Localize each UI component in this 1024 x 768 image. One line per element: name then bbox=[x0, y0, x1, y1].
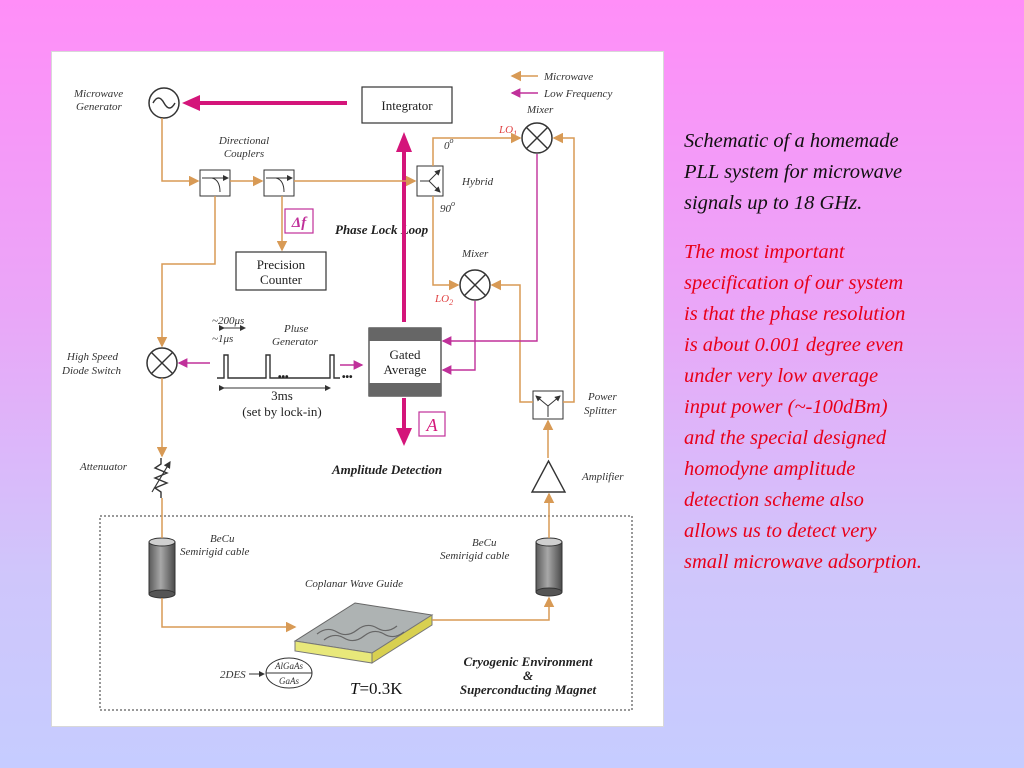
pulse-generator-label: Pluse bbox=[283, 323, 309, 335]
gated-average-label-2: Average bbox=[383, 362, 426, 377]
directional-couplers-label: Directional bbox=[218, 135, 269, 147]
pulse-train-icon bbox=[217, 354, 340, 379]
cryogenic-region bbox=[99, 515, 633, 711]
caption-2-line: input power (~-100dBm) bbox=[684, 396, 888, 418]
gated-average-box bbox=[368, 327, 442, 397]
caption-2-line: The most important bbox=[684, 241, 845, 263]
a-box bbox=[418, 411, 446, 437]
legend: Microwave Low Frequency bbox=[510, 70, 612, 100]
period-note-label: (set by lock-in) bbox=[242, 404, 321, 419]
power-splitter-label-2: Splitter bbox=[584, 405, 617, 417]
caption-2-line: is about 0.001 degree even bbox=[684, 334, 904, 356]
delta-f-label: Δf bbox=[291, 215, 308, 231]
amplifier-icon bbox=[530, 459, 567, 493]
caption-2-line: is that the phase resolution bbox=[684, 303, 906, 325]
microwave-generator-icon bbox=[148, 87, 180, 119]
feedback-arrow-head bbox=[182, 95, 200, 111]
integrator-label: Integrator bbox=[381, 98, 433, 113]
precision-counter-label-2: Counter bbox=[260, 272, 303, 287]
lo1-label: LO1 bbox=[498, 124, 517, 138]
phase-0-label: 0o bbox=[444, 136, 454, 152]
caption-2-line: specification of our system bbox=[684, 272, 904, 294]
mixer-1-label: Mixer bbox=[526, 104, 554, 116]
directional-couplers-label-2: Couplers bbox=[224, 148, 264, 160]
heterostructure-icon bbox=[265, 657, 313, 689]
coplanar-wave-guide-icon bbox=[293, 602, 434, 664]
hybrid-label: Hybrid bbox=[461, 176, 494, 188]
diode-switch-icon bbox=[146, 347, 178, 379]
precision-counter-label: Precision bbox=[257, 257, 306, 272]
directional-coupler-1-icon bbox=[199, 169, 231, 197]
caption-1-line: PLL system for microwave bbox=[684, 161, 903, 183]
pulse-1-label: ~1μs bbox=[212, 333, 233, 345]
becu-left-label-2: Semirigid cable bbox=[180, 546, 249, 558]
lo2-label: LO2 bbox=[434, 293, 453, 307]
caption-paragraph-2: The most important specification of our … bbox=[684, 237, 1004, 578]
coplanar-wave-guide-label: Coplanar Wave Guide bbox=[305, 578, 403, 590]
becu-left-label: BeCu bbox=[210, 533, 235, 545]
power-splitter-icon bbox=[532, 390, 564, 420]
becu-right-label: BeCu bbox=[472, 537, 497, 549]
cryogenic-label-2: & bbox=[523, 668, 533, 683]
caption-2-line: homodyne amplitude bbox=[684, 458, 856, 480]
caption-1-line: signals up to 18 GHz. bbox=[684, 192, 863, 214]
phase-90-label: 90o bbox=[440, 199, 455, 215]
legend-microwave-label: Microwave bbox=[543, 71, 593, 83]
legend-low-frequency-label: Low Frequency bbox=[543, 88, 612, 100]
algaas-label: AlGaAs bbox=[274, 661, 303, 671]
phase-lock-loop-label: Phase Lock Loop bbox=[335, 222, 429, 237]
cryogenic-label-3: Superconducting Magnet bbox=[460, 682, 597, 697]
cable-left-icon bbox=[148, 537, 176, 599]
attenuator-icon bbox=[153, 458, 169, 498]
pulse-200-label: ~200μs bbox=[212, 315, 244, 327]
caption-2-line: small microwave adsorption. bbox=[684, 551, 922, 573]
microwave-generator-label-2: Generator bbox=[76, 101, 123, 113]
gated-average-label: Gated bbox=[389, 347, 421, 362]
amplitude-arrow-head bbox=[396, 428, 412, 446]
caption-2-line: under very low average bbox=[684, 365, 879, 387]
microwave-wiring bbox=[156, 118, 575, 633]
precision-counter-box bbox=[235, 251, 327, 291]
hybrid-icon bbox=[416, 165, 444, 197]
phase-lock-arrow-head bbox=[396, 132, 412, 152]
caption-1-line: Schematic of a homemade bbox=[684, 130, 899, 152]
period-label: 3ms bbox=[271, 388, 293, 403]
a-label: A bbox=[426, 415, 439, 435]
caption-2-line: detection scheme also bbox=[684, 489, 864, 511]
caption-paragraph-1: Schematic of a homemade PLL system for m… bbox=[684, 126, 1004, 219]
directional-coupler-2-icon bbox=[263, 169, 295, 197]
amplifier-label: Amplifier bbox=[581, 471, 624, 483]
microwave-generator-label: Microwave bbox=[73, 88, 123, 100]
caption-2-line: and the special designed bbox=[684, 427, 887, 449]
becu-right-label-2: Semirigid cable bbox=[440, 550, 509, 562]
2des-label: 2DES bbox=[220, 669, 246, 681]
temperature-label: T=0.3K bbox=[350, 679, 403, 698]
pulse-generator-label-2: Generator bbox=[272, 336, 319, 348]
mixer-2-label: Mixer bbox=[461, 248, 489, 260]
mixer-1-icon bbox=[521, 122, 553, 154]
pll-schematic: Microwave Low Frequency Microwave Genera… bbox=[61, 70, 633, 711]
diode-switch-label: High Speed bbox=[66, 351, 119, 363]
attenuator-adjust-arrow bbox=[151, 460, 171, 493]
amplitude-detection-label: Amplitude Detection bbox=[331, 462, 442, 477]
diagram-panel: Microwave Low Frequency Microwave Genera… bbox=[51, 51, 664, 727]
caption: Schematic of a homemade PLL system for m… bbox=[684, 126, 1004, 578]
power-splitter-label: Power bbox=[587, 391, 617, 403]
attenuator-label: Attenuator bbox=[79, 461, 128, 473]
delta-f-box bbox=[284, 208, 314, 234]
low-frequency-wiring bbox=[441, 154, 538, 375]
pulse-dots-1: ••• bbox=[278, 372, 289, 383]
cable-right-icon bbox=[535, 537, 563, 597]
diode-switch-label-2: Diode Switch bbox=[61, 365, 121, 377]
pulse-dots-2: ••• bbox=[342, 372, 353, 383]
caption-2-line: allows us to detect very bbox=[684, 520, 877, 542]
mixer-2-icon bbox=[459, 269, 491, 301]
cryogenic-label: Cryogenic Environment bbox=[464, 654, 593, 669]
gaas-label: GaAs bbox=[279, 676, 299, 686]
integrator-box bbox=[361, 86, 453, 124]
